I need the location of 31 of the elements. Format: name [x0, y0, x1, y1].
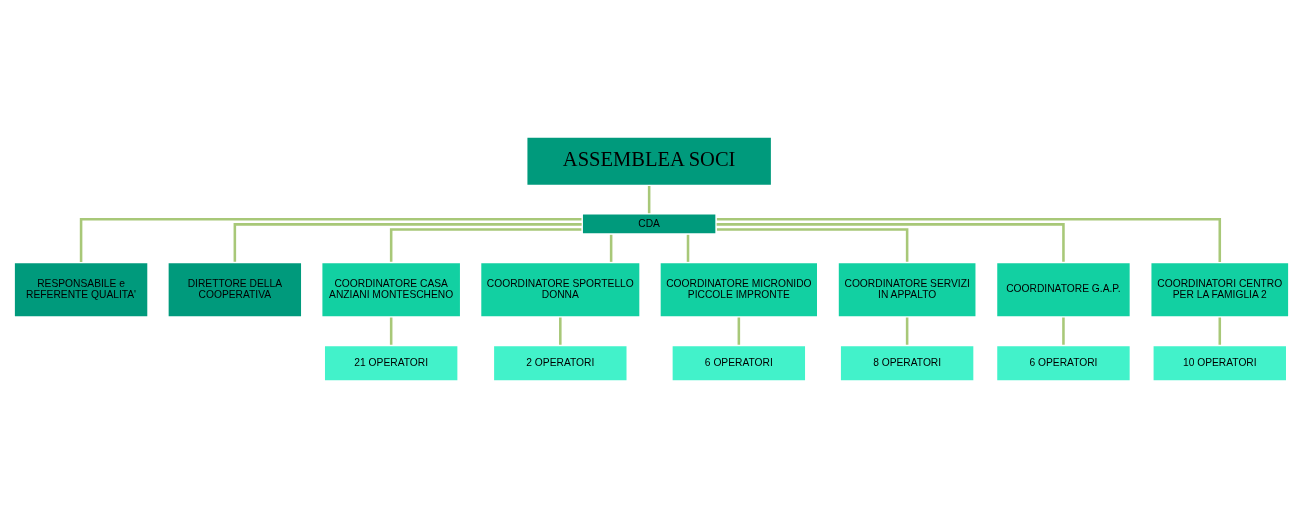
node-box: 6 OPERATORI: [994, 343, 1133, 383]
connector: [716, 222, 1065, 262]
connector: [609, 234, 613, 262]
node-box: DIRETTORE DELLA COOPERATIVA: [166, 260, 304, 319]
node-box: COORDINATORE SPORTELLO DONNA: [478, 260, 642, 319]
connector: [905, 317, 909, 345]
connector: [1062, 317, 1065, 345]
connector: [716, 227, 909, 262]
connector: [389, 227, 582, 262]
connector: [79, 217, 582, 262]
connector: [686, 234, 690, 262]
node-box: CDA: [580, 211, 718, 236]
connector: [716, 217, 1222, 262]
node-box: 6 OPERATORI: [670, 343, 808, 383]
node-box: COORDINATORE G.A.P.: [994, 260, 1133, 319]
connector: [559, 317, 562, 345]
node-box: 8 OPERATORI: [838, 343, 976, 383]
connector: [1218, 317, 1222, 345]
node-box: COORDINATORE SERVIZI IN APPALTO: [836, 260, 979, 319]
connector: [737, 317, 741, 345]
node-box: COORDINATORE MICRONIDO PICCOLE IMPRONTE: [658, 260, 820, 319]
node-box: 10 OPERATORI: [1151, 343, 1289, 383]
node-box: ASSEMBLEA SOCI: [524, 134, 774, 187]
node-box: COORDINATORE CASA ANZIANI MONTESCHENO: [319, 260, 463, 319]
node-box: 21 OPERATORI: [322, 343, 460, 383]
node-box: 2 OPERATORI: [491, 343, 630, 383]
connector: [389, 317, 393, 345]
node-box: COORDINATORI CENTRO PER LA FAMIGLIA 2: [1148, 260, 1291, 319]
connector: [233, 222, 582, 262]
node-box: RESPONSABILE e REFERENTE QUALITA': [12, 260, 150, 319]
connector: [647, 185, 651, 213]
